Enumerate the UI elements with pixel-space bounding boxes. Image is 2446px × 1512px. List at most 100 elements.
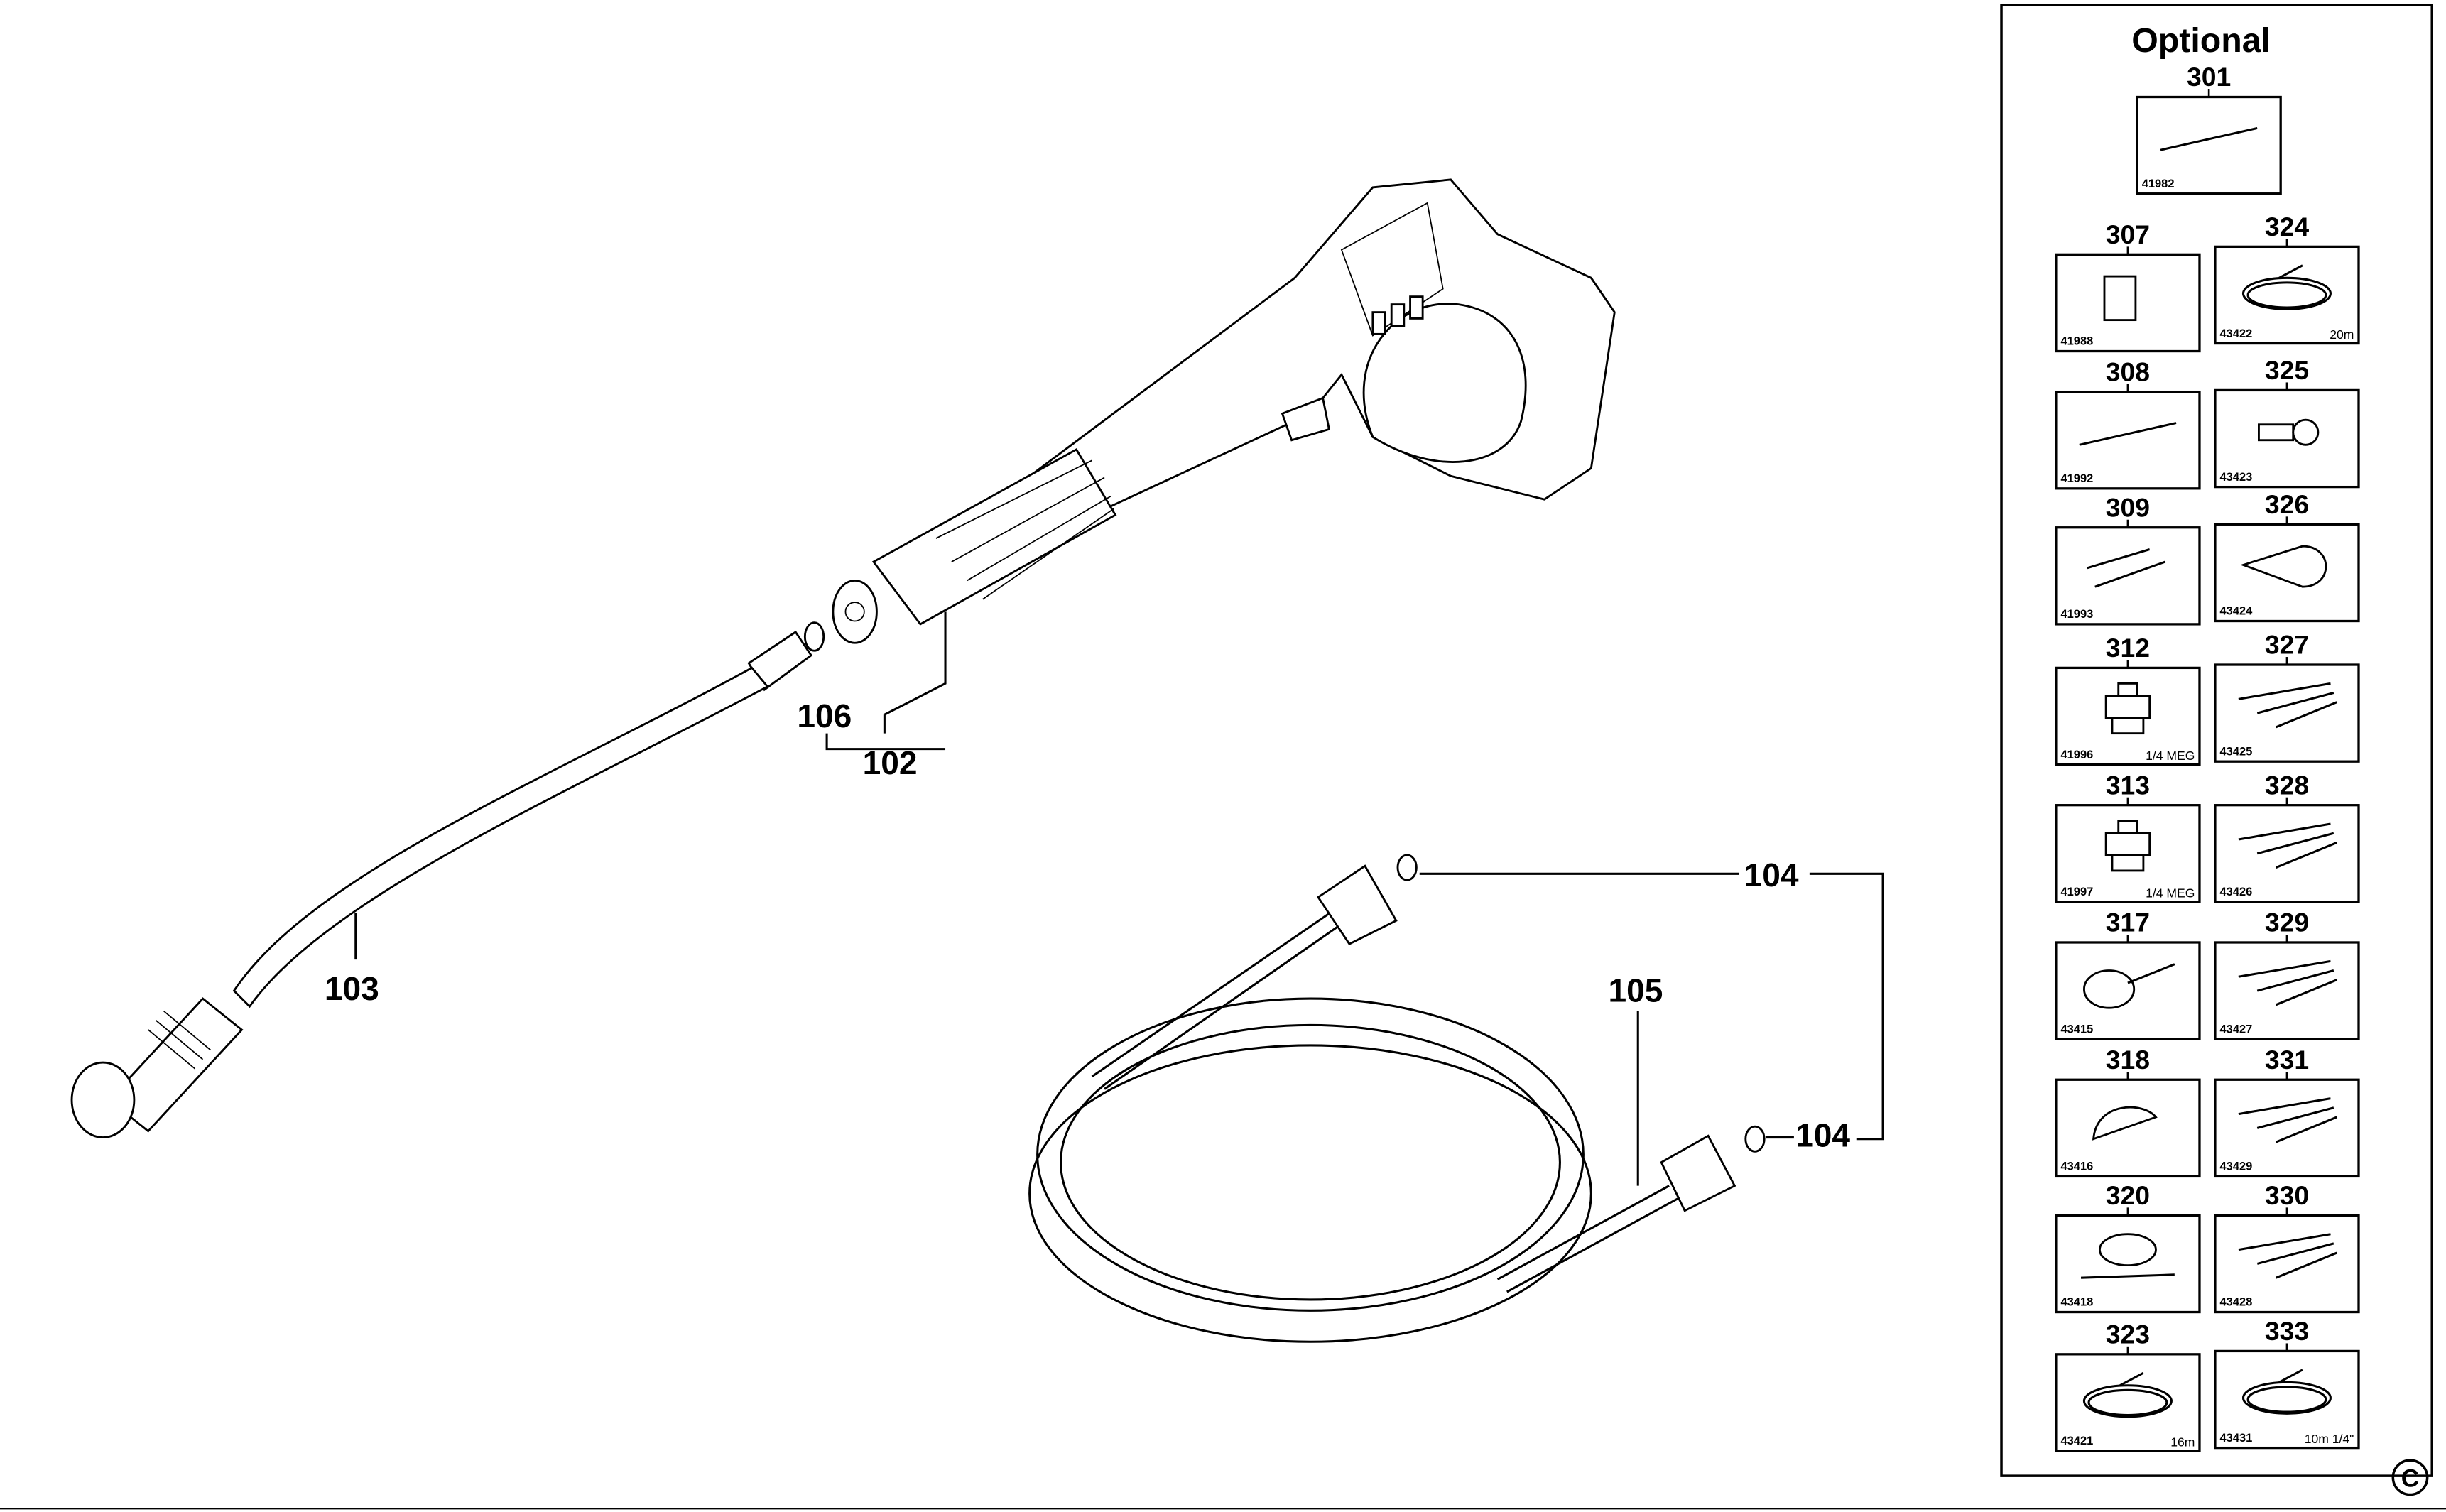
item-frame xyxy=(2055,1078,2201,1178)
part-number: 301 xyxy=(2187,62,2231,92)
optional-item-326[interactable]: 326 43424 xyxy=(2214,489,2360,623)
item-frame xyxy=(2214,663,2360,763)
item-frame xyxy=(2214,1349,2360,1450)
part-number: 312 xyxy=(2106,633,2150,663)
optional-item-330[interactable]: 330 43428 xyxy=(2214,1180,2360,1314)
hose-icon xyxy=(2241,1369,2332,1415)
part-number: 318 xyxy=(2106,1045,2150,1075)
catalog-code: 43429 xyxy=(2220,1160,2253,1173)
callout-103: 103 xyxy=(325,970,379,1007)
catalog-code: 41993 xyxy=(2060,608,2093,621)
item-note: 1/4 MEG xyxy=(2146,886,2195,900)
catalog-code: 43427 xyxy=(2220,1023,2253,1035)
optional-item-307[interactable]: 307 41988 xyxy=(2055,219,2201,353)
optional-item-320[interactable]: 320 43418 xyxy=(2055,1180,2201,1314)
optional-item-331[interactable]: 331 43429 xyxy=(2214,1045,2360,1178)
optional-item-312[interactable]: 312 41996 1/4 MEG xyxy=(2055,633,2201,766)
part-number: 327 xyxy=(2265,630,2309,660)
part-number: 307 xyxy=(2106,219,2150,249)
optional-item-328[interactable]: 328 43426 xyxy=(2214,770,2360,903)
hand-brush-icon xyxy=(2092,1106,2158,1141)
catalog-code: 43431 xyxy=(2220,1432,2253,1445)
callout-105: 105 xyxy=(1609,972,1663,1008)
item-frame xyxy=(2055,1353,2201,1452)
item-frame xyxy=(2214,1078,2360,1178)
part-number: 326 xyxy=(2265,489,2309,519)
callout-106: 106 xyxy=(797,697,852,734)
item-frame xyxy=(2214,245,2360,345)
part-number: 333 xyxy=(2265,1316,2309,1346)
item-frame xyxy=(2136,95,2282,195)
lance-set-icon xyxy=(2238,682,2337,729)
cleaning-needle-icon xyxy=(2087,548,2166,588)
optional-title: Optional xyxy=(2131,21,2271,60)
item-note: 10m 1/4" xyxy=(2305,1432,2354,1446)
svg-text:C: C xyxy=(2401,1465,2419,1493)
catalog-code: 43416 xyxy=(2060,1160,2093,1173)
optional-item-301[interactable]: 301 41982 xyxy=(2136,62,2282,195)
item-frame xyxy=(2214,804,2360,903)
hose-icon xyxy=(2241,264,2332,310)
optional-item-317[interactable]: 317 43415 xyxy=(2055,908,2201,1040)
adapter-icon xyxy=(2258,418,2320,446)
optional-item-308[interactable]: 308 41992 xyxy=(2055,357,2201,490)
catalog-code: 41982 xyxy=(2142,178,2175,190)
catalog-code: 43415 xyxy=(2060,1023,2093,1035)
optional-item-323[interactable]: 323 43421 16m xyxy=(2055,1319,2201,1452)
item-note: 1/4 MEG xyxy=(2146,749,2195,763)
item-frame xyxy=(2214,1214,2360,1314)
catalog-code: 41988 xyxy=(2060,335,2093,348)
catalog-code: 41992 xyxy=(2060,472,2093,485)
optional-item-318[interactable]: 318 43416 xyxy=(2055,1045,2201,1178)
nozzle-icon xyxy=(2104,820,2151,872)
catalog-code: 43423 xyxy=(2220,471,2253,484)
lance-drawing xyxy=(70,630,813,1138)
callout-104-bottom: 104 xyxy=(1795,1117,1850,1154)
part-number: 328 xyxy=(2265,770,2309,800)
optional-item-333[interactable]: 333 43431 10m 1/4" xyxy=(2214,1316,2360,1450)
lance-set-icon xyxy=(2238,1233,2337,1279)
catalog-code: 43418 xyxy=(2060,1296,2093,1309)
copyright-icon: C xyxy=(2391,1459,2429,1496)
optional-item-309[interactable]: 309 41993 xyxy=(2055,492,2201,626)
catalog-code: 43426 xyxy=(2220,886,2253,898)
brush-icon xyxy=(2083,963,2175,1009)
part-number: 320 xyxy=(2106,1180,2150,1210)
part-number: 330 xyxy=(2265,1180,2309,1210)
lance-icon xyxy=(2160,126,2258,151)
lance-set-icon xyxy=(2238,822,2337,869)
part-number: 331 xyxy=(2265,1045,2309,1075)
item-note: 16m xyxy=(2170,1435,2195,1449)
part-number: 323 xyxy=(2106,1319,2150,1349)
lance-icon xyxy=(2079,422,2177,446)
part-number: 329 xyxy=(2265,908,2309,937)
lance-set-icon xyxy=(2238,1097,2337,1143)
part-number: 324 xyxy=(2265,212,2310,241)
part-number: 317 xyxy=(2106,908,2150,937)
catalog-code: 43422 xyxy=(2220,327,2253,340)
patio-cleaner-icon xyxy=(2080,1233,2175,1279)
optional-item-325[interactable]: 325 43423 xyxy=(2214,355,2360,489)
catalog-code: 43424 xyxy=(2220,605,2254,618)
hose-icon xyxy=(2082,1371,2173,1418)
optional-item-327[interactable]: 327 43425 xyxy=(2214,630,2360,763)
catalog-code: 41997 xyxy=(2060,886,2093,898)
catalog-code: 43428 xyxy=(2220,1296,2253,1309)
part-number: 313 xyxy=(2106,770,2150,800)
catalog-code: 43425 xyxy=(2220,745,2253,758)
optional-item-329[interactable]: 329 43427 xyxy=(2214,908,2360,1040)
optional-item-313[interactable]: 313 41997 1/4 MEG xyxy=(2055,770,2201,903)
part-number: 308 xyxy=(2106,357,2150,386)
catalog-code: 43421 xyxy=(2060,1435,2093,1447)
hose-drawing xyxy=(1028,854,1766,1343)
part-number: 309 xyxy=(2106,492,2150,522)
callout-104-top: 104 xyxy=(1744,856,1799,893)
item-frame xyxy=(2055,390,2201,490)
catalog-code: 41996 xyxy=(2060,749,2093,761)
lance-set-icon xyxy=(2238,959,2337,1006)
part-number: 325 xyxy=(2265,355,2309,385)
callout-102: 102 xyxy=(863,744,918,781)
rotary-nozzle-icon xyxy=(2240,545,2327,588)
